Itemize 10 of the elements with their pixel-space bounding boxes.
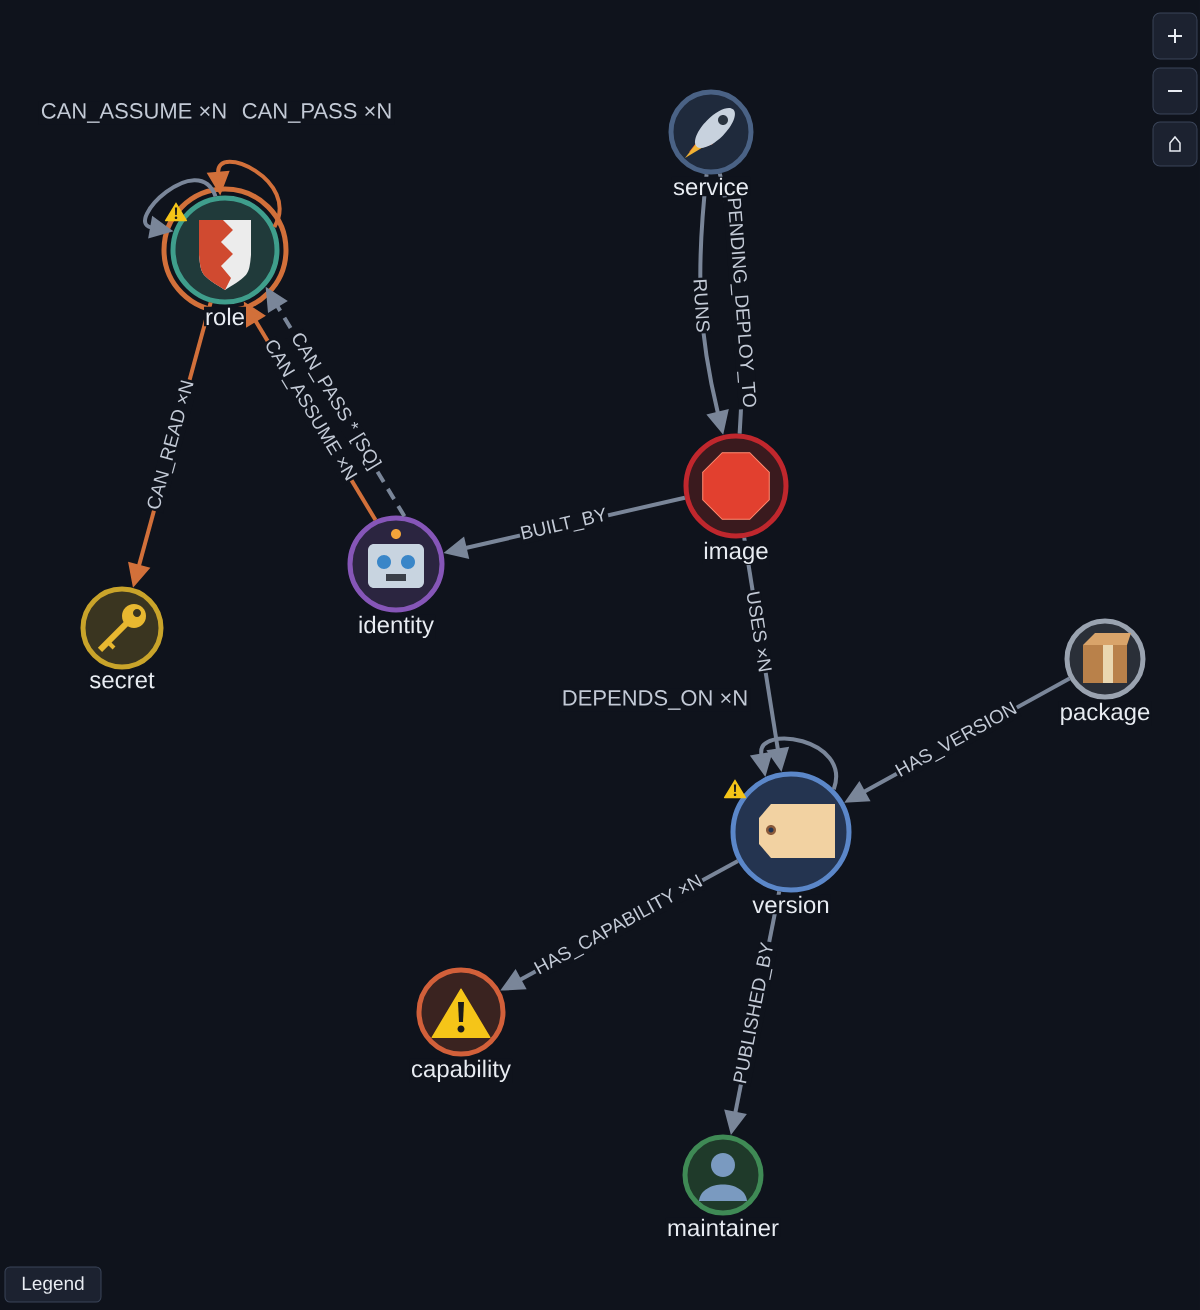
- graph-node: [80, 586, 164, 670]
- legend-button: Legend: [4, 1266, 102, 1303]
- node-label: capability: [409, 1058, 513, 1084]
- edge-label: CAN_PASS ×N: [239, 101, 395, 125]
- node-label: image: [702, 540, 770, 566]
- edge-label: USES ×N: [744, 589, 774, 675]
- edge-label: DEPENDS_ON ×N: [559, 688, 751, 712]
- node-label: package: [1058, 701, 1152, 727]
- edge-label: CAN_ASSUME ×N: [38, 101, 230, 125]
- edge-label: RUNS: [692, 277, 712, 334]
